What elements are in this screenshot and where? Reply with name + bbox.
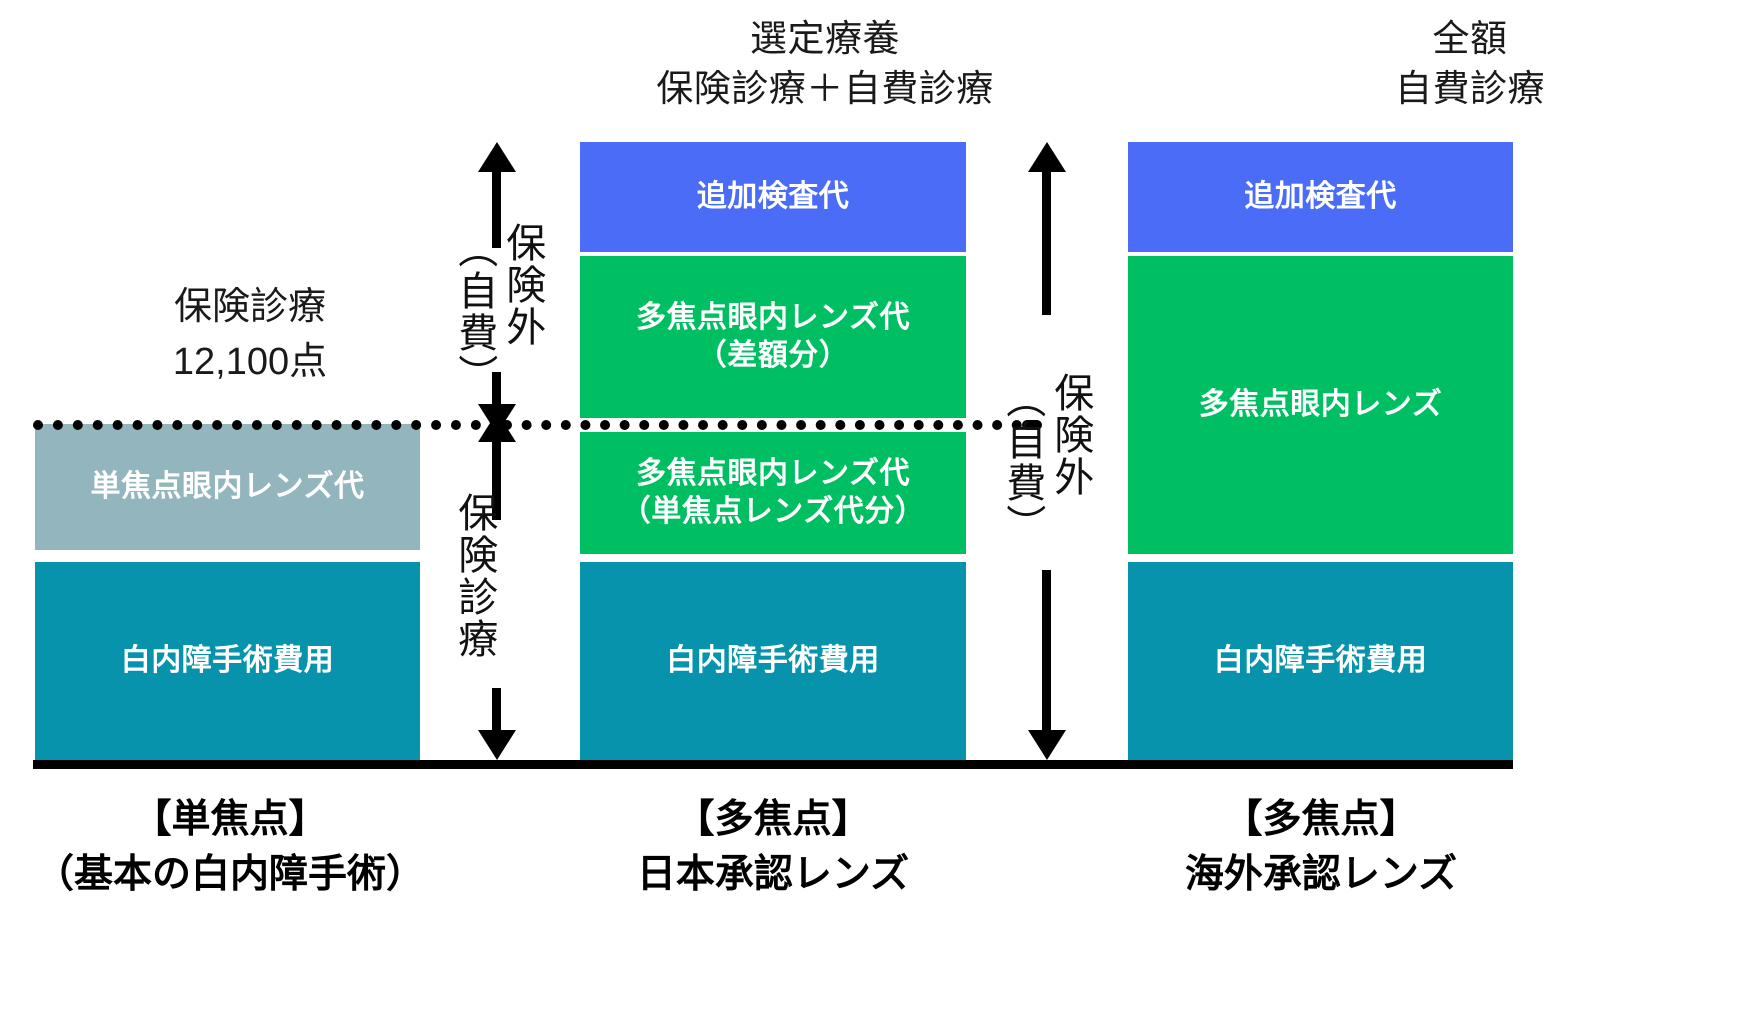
caption-multifocal-domestic-line2: 日本承認レンズ: [636, 853, 910, 897]
right-label-outside-insurance: 保険外: [1048, 372, 1093, 498]
insurance-boundary-dotted-right: [1022, 420, 1042, 430]
block-extra-exam-fee-center-label: 追加検査代: [696, 179, 850, 213]
caption-multifocal-domestic-line1: 【多焦点】: [675, 798, 871, 841]
right-heading-line2: 自費診療: [1395, 67, 1545, 109]
block-multifocal-diff-line2: （差額分）: [696, 339, 850, 372]
right-arrow-head-down: [1028, 730, 1066, 760]
block-single-lens-fee: 単焦点眼内レンズ代: [35, 424, 420, 550]
center-heading-line1: 選定療養: [750, 18, 900, 59]
caption-single-focus-line1: 【単焦点】: [132, 798, 328, 841]
block-multifocal-lens-right: 多焦点眼内レンズ: [1128, 256, 1513, 554]
left-insurance-annotation: 保険診療 12,100点: [35, 280, 465, 390]
block-extra-exam-fee-center: 追加検査代: [580, 142, 966, 252]
block-surgery-fee-right-label: 白内障手術費用: [1213, 643, 1428, 677]
right-heading-line1: 全額: [1432, 18, 1508, 59]
caption-multifocal-domestic: 【多焦点】 日本承認レンズ: [550, 792, 996, 903]
right-arrow-shaft-lower: [1042, 570, 1051, 730]
center-arrow-head-down-bottom: [478, 730, 516, 760]
caption-multifocal-overseas: 【多焦点】 海外承認レンズ: [1098, 792, 1544, 903]
baseline-axis: [33, 760, 1513, 769]
insurance-boundary-dotted-left: [33, 420, 501, 430]
block-surgery-fee-left: 白内障手術費用: [35, 562, 420, 760]
caption-single-focus: 【単焦点】 （基本の白内障手術）: [0, 792, 460, 903]
block-multifocal-base-line2: （単焦点レンズ代分）: [620, 495, 926, 528]
block-surgery-fee-left-label: 白内障手術費用: [120, 643, 335, 677]
block-single-lens-fee-label: 単焦点眼内レンズ代: [90, 469, 365, 503]
caption-single-focus-line2: （基本の白内障手術）: [34, 853, 425, 897]
center-arrow-head-up: [478, 142, 516, 172]
center-arrow-shaft-upper-lower: [492, 372, 501, 434]
center-arrow-shaft-upper: [492, 170, 501, 248]
block-multifocal-diff-center: 多焦点眼内レンズ代 （差額分）: [580, 256, 966, 418]
right-column-heading: 全額 自費診療: [1220, 14, 1720, 114]
center-label-paren-self-pay: （自費）: [452, 228, 497, 396]
right-arrow-shaft-upper: [1042, 170, 1051, 315]
block-surgery-fee-center: 白内障手術費用: [580, 562, 966, 760]
block-multifocal-lens-right-label: 多焦点眼内レンズ: [1198, 387, 1443, 421]
block-multifocal-base-line1: 多焦点眼内レンズ代: [636, 456, 910, 490]
center-label-insurance-treatment: 保険診療: [452, 492, 497, 660]
right-label-paren-self-pay: （自費）: [1000, 378, 1045, 546]
right-arrow-head-up: [1028, 142, 1066, 172]
left-annotation-line1: 保険診療: [173, 286, 326, 328]
caption-multifocal-overseas-line2: 海外承認レンズ: [1184, 853, 1458, 897]
insurance-boundary-dotted-center: [502, 420, 1022, 430]
left-annotation-line2: 12,100点: [172, 341, 328, 384]
center-arrow-shaft-lower: [492, 440, 501, 520]
center-arrow-head-up-mid: [478, 412, 516, 442]
block-multifocal-base-center: 多焦点眼内レンズ代 （単焦点レンズ代分）: [580, 432, 966, 554]
center-arrow-shaft-bottom: [492, 688, 501, 744]
center-heading-line2: 保険診療＋自費診療: [656, 67, 994, 109]
block-extra-exam-fee-right-label: 追加検査代: [1244, 179, 1397, 213]
center-column-heading: 選定療養 保険診療＋自費診療: [575, 14, 1075, 114]
block-surgery-fee-right: 白内障手術費用: [1128, 562, 1513, 760]
center-label-outside-insurance: 保険外: [500, 222, 545, 348]
block-surgery-fee-center-label: 白内障手術費用: [666, 643, 880, 677]
caption-multifocal-overseas-line1: 【多焦点】: [1223, 798, 1419, 841]
block-extra-exam-fee-right: 追加検査代: [1128, 142, 1513, 252]
block-multifocal-diff-line1: 多焦点眼内レンズ代: [636, 300, 910, 334]
